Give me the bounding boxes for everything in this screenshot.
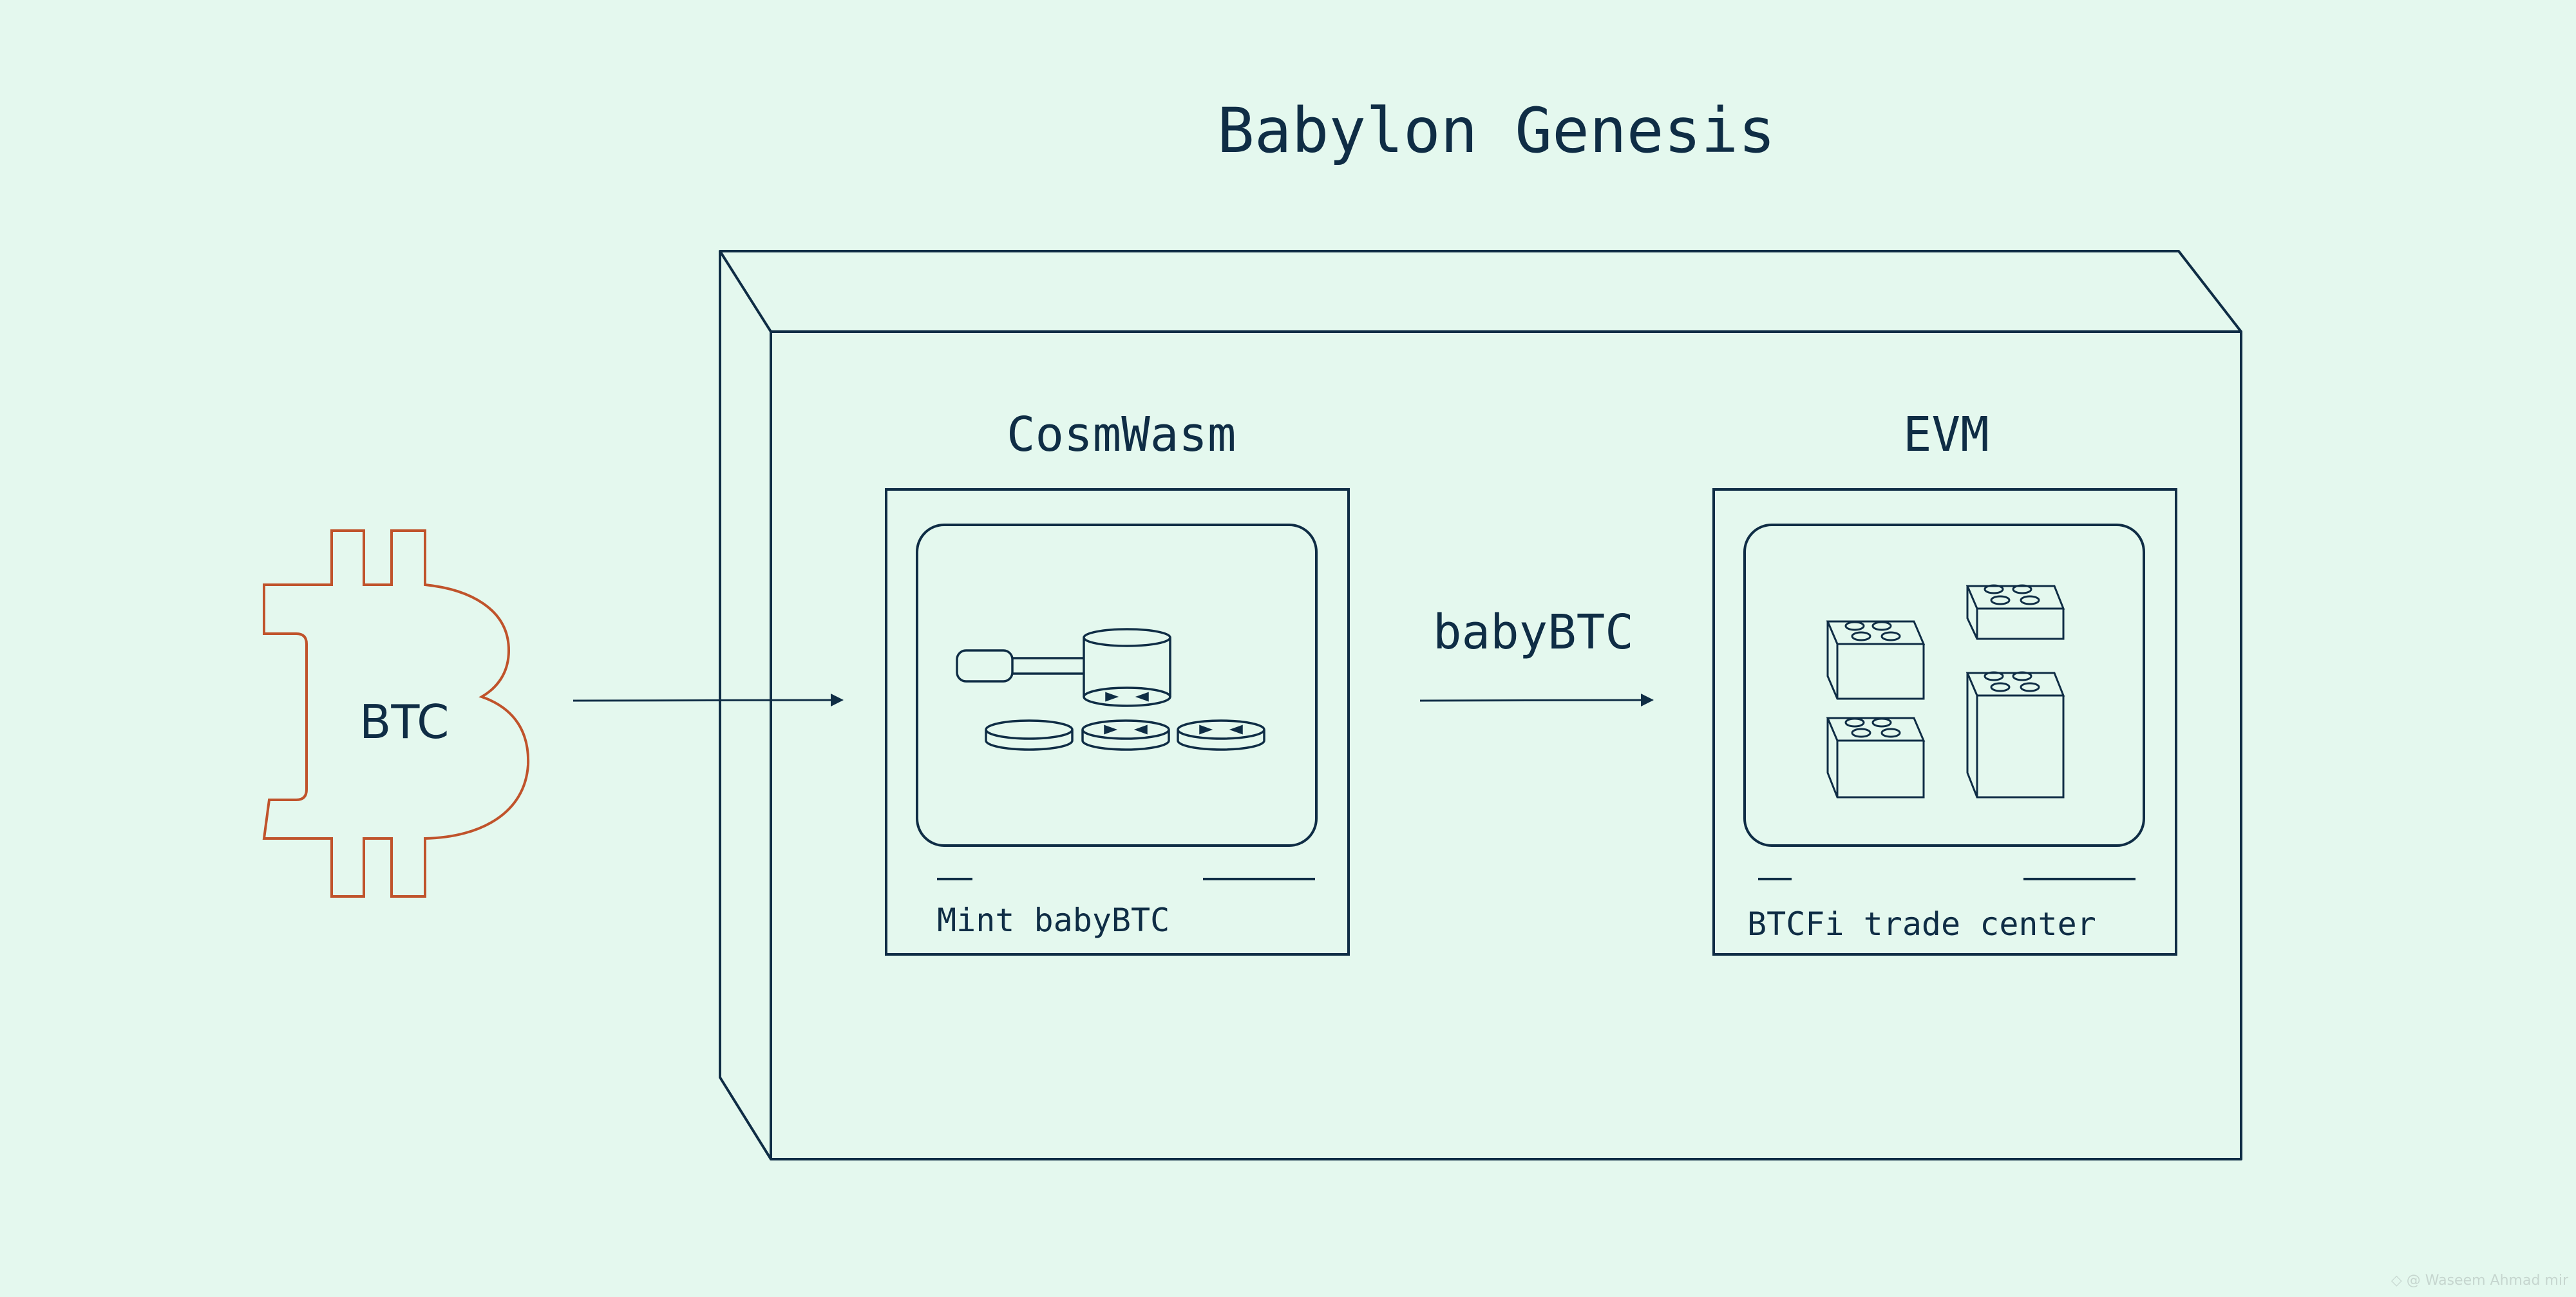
diagram-title: Babylon Genesis [1217, 95, 1776, 167]
minting-press-coins-icon [956, 628, 1265, 751]
babybtc-edge-label: babyBTC [1433, 605, 1634, 660]
evm-caption: BTCFi trade center [1747, 905, 2096, 943]
arrow-btc-to-cosmwasm [573, 694, 844, 707]
evm-title: EVM [1903, 407, 1989, 462]
bitcoin-icon [262, 529, 530, 898]
btc-label: BTC [359, 695, 450, 749]
cosmwasm-panel [885, 488, 1350, 956]
building-blocks-icon [1826, 584, 2065, 799]
watermark: ◇ @ Waseem Ahmad mir [2391, 1273, 2568, 1289]
arrow-cosmwasm-to-evm [1419, 694, 1654, 707]
cosmwasm-caption: Mint babyBTC [937, 902, 1170, 939]
evm-panel [1712, 488, 2177, 956]
cosmwasm-title: CosmWasm [1007, 407, 1236, 462]
babylon-genesis-box [719, 250, 2242, 1160]
